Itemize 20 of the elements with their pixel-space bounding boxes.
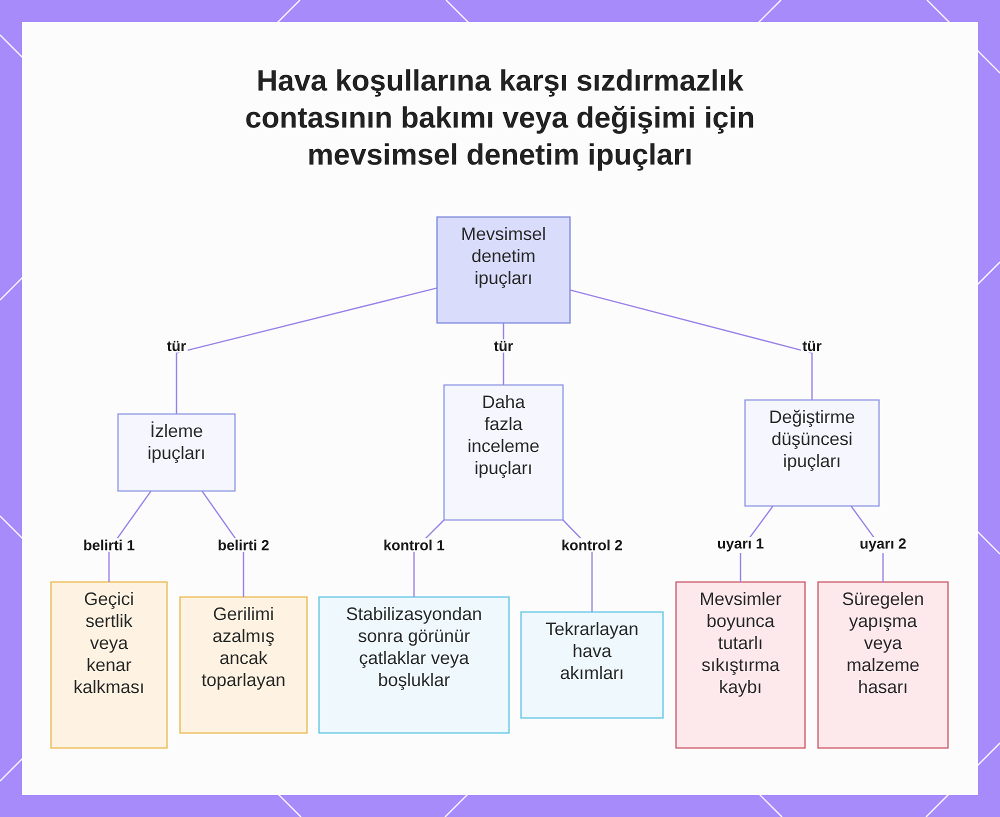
edge-label: belirti 2 <box>216 538 271 552</box>
edge-label: uyarı 1 <box>716 537 766 553</box>
edge-label: uyarı 2 <box>858 536 908 554</box>
category-box: Değiştirme düşüncesi ipuçları <box>744 399 880 507</box>
tip-box: Gerilimi azalmış ancak toparlayan <box>179 596 308 734</box>
connector-line <box>502 323 504 385</box>
edge-label: kontrol 1 <box>382 538 446 552</box>
tip-box: Geçici sertlik veya kenar kalkması <box>50 581 168 749</box>
category-box: Daha fazla inceleme ipuçları <box>443 384 564 521</box>
tip-box: Süregelen yapışma veya malzeme hasarı <box>817 581 949 749</box>
edge-label: belirti 1 <box>82 538 136 552</box>
tip-box: Mevsimler boyunca tutarlı sıkıştırma kaybı <box>675 581 806 749</box>
title: Hava koşullarına karşı sızdırmazlık contasının bakımı veya değişimi için mevsimsel denetim ipuçları <box>246 69 754 171</box>
connector-line <box>176 287 438 414</box>
tip-box: Stabilizasyondan sonra görünür çatlaklar veya boşluklar <box>318 596 510 734</box>
edge-label: kontrol 2 <box>560 538 624 552</box>
tip-box: Tekrarlayan hava akımları <box>520 611 664 719</box>
topic-box: Mevsimsel denetim ipuçları <box>436 216 571 324</box>
category-box: İzleme ipuçları <box>117 413 236 492</box>
connector-line <box>570 289 813 400</box>
